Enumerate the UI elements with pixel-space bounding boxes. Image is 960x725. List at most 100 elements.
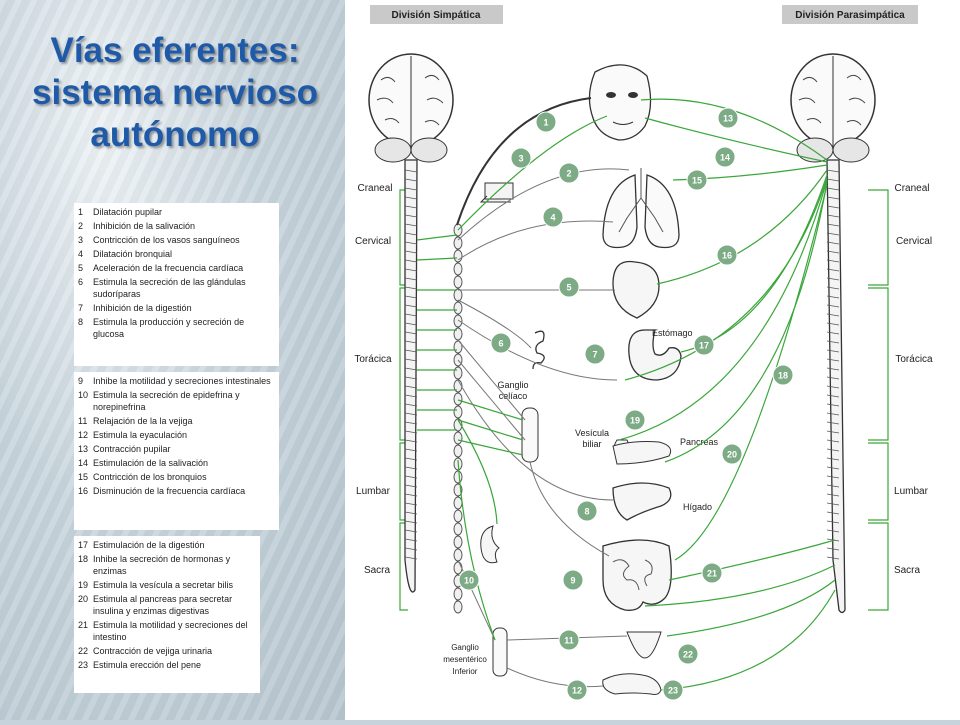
- liver-label: Hígado: [683, 502, 712, 512]
- legend-text: Estimula la vesícula a secretar bilis: [93, 580, 234, 590]
- ganglion-bead: [453, 587, 463, 601]
- legend-number: 7: [78, 303, 84, 313]
- legend-text: Estimula la producción y secreción de gl…: [93, 317, 245, 339]
- left-region-label-sacra: Sacra: [364, 565, 391, 576]
- left-brain: [368, 53, 454, 163]
- marker-5: 5: [558, 276, 580, 298]
- ganglion-bead: [453, 366, 463, 380]
- celiac-ganglion: [521, 407, 539, 463]
- marker-label: 6: [498, 339, 503, 349]
- legend-text: Disminución de la frecuencia cardíaca: [93, 486, 246, 496]
- sympathetic-fibers: [457, 168, 630, 688]
- legend-number: 1: [78, 207, 84, 217]
- sympathetic-head-pathway: [456, 97, 592, 226]
- marker-12: 12: [566, 679, 588, 701]
- marker-1: 1: [535, 111, 557, 133]
- legend-number: 18: [78, 554, 89, 564]
- marker-21: 21: [701, 562, 723, 584]
- right-brain: [790, 53, 876, 163]
- legend-text: Inhibición de la salivación: [93, 221, 196, 231]
- marker-label: 8: [584, 507, 589, 517]
- ganglion-bead: [453, 262, 463, 276]
- marker-label: 20: [727, 450, 737, 460]
- mesenteric-label-1: Ganglio: [451, 643, 479, 652]
- title-line-2: sistema nervioso: [32, 73, 318, 112]
- marker-label: 10: [464, 576, 474, 586]
- gallbladder-label-2: biliar: [582, 439, 601, 449]
- sympathetic-header-box: [370, 5, 503, 24]
- legend-number: 19: [78, 580, 89, 590]
- legend-number: 13: [78, 444, 89, 454]
- marker-label: 4: [550, 213, 555, 223]
- right-region-label-cervical: Cervical: [896, 236, 932, 247]
- legend-text: Contricción de los bronquios: [93, 472, 207, 482]
- left-region-label-lumbar: Lumbar: [356, 486, 391, 497]
- legend-text: Estimula la secreción de las glándulas s…: [93, 277, 246, 299]
- marker-11: 11: [558, 629, 580, 651]
- right-region-label-craneal: Craneal: [894, 183, 929, 194]
- title-line-1: Vías eferentes:: [50, 31, 300, 70]
- legend-number: 17: [78, 540, 89, 550]
- nervous-system-diagram: División Simpática División Parasimpátic…: [345, 0, 960, 720]
- marker-label: 3: [518, 154, 523, 164]
- marker-label: 15: [692, 176, 702, 186]
- marker-label: 5: [566, 283, 571, 293]
- marker-label: 22: [683, 650, 693, 660]
- ganglion-bead: [453, 444, 463, 458]
- legend-text: Estimula la secreción de epidefrina y no…: [93, 390, 240, 412]
- marker-label: 23: [668, 686, 678, 696]
- legend-number: 21: [78, 620, 89, 630]
- marker-label: 19: [630, 416, 640, 426]
- legend-item-1: 1 Dilatación pupilar: [78, 206, 275, 218]
- bladder-illustration: [626, 631, 662, 659]
- legend-number: 3: [78, 235, 84, 245]
- diagram-svg: División Simpática División Parasimpátic…: [354, 5, 933, 701]
- parasympathetic-header-box: [782, 5, 918, 24]
- ganglion-bead: [453, 236, 463, 250]
- marker-19: 19: [624, 409, 646, 431]
- legend-text: Estimulación de la digestión: [93, 540, 205, 550]
- legend-text: Dilatación pupilar: [93, 207, 163, 217]
- pancreas-illustration: [612, 441, 672, 465]
- left-spinal-cord: [404, 159, 418, 593]
- left-region-label-toracica: Torácica: [354, 354, 392, 365]
- right-region-label-lumbar: Lumbar: [894, 486, 929, 497]
- left-region-label-craneal: Craneal: [357, 183, 392, 194]
- legend-item-19: 19 Estimula la vesícula a secretar bilis: [78, 579, 256, 591]
- legend-number: 4: [78, 249, 84, 259]
- legend-text: Estimula al pancreas para secretar insul…: [93, 594, 233, 616]
- marker-label: 14: [720, 153, 730, 163]
- ganglion-bead: [453, 431, 463, 445]
- head-illustration: [588, 64, 652, 141]
- legend-text: Estimula la eyaculación: [93, 430, 188, 440]
- marker-label: 17: [699, 341, 709, 351]
- sweat-gland-illustration: [532, 330, 545, 370]
- heart-illustration: [612, 260, 660, 319]
- marker-label: 16: [722, 251, 732, 261]
- legend-text: Estimula la motilidad y secreciones del …: [93, 620, 248, 642]
- left-region-brackets: [399, 189, 408, 611]
- marker-23: 23: [662, 679, 684, 701]
- legend-number: 6: [78, 277, 84, 287]
- gallbladder-label-1: Vesícula: [575, 428, 609, 438]
- legend-number: 15: [78, 472, 89, 482]
- celiac-label-2: celíaco: [499, 391, 528, 401]
- marker-15: 15: [686, 169, 708, 191]
- mesenteric-ganglion: [492, 627, 508, 677]
- marker-label: 11: [564, 636, 574, 646]
- marker-6: 6: [490, 332, 512, 354]
- marker-label: 7: [592, 350, 597, 360]
